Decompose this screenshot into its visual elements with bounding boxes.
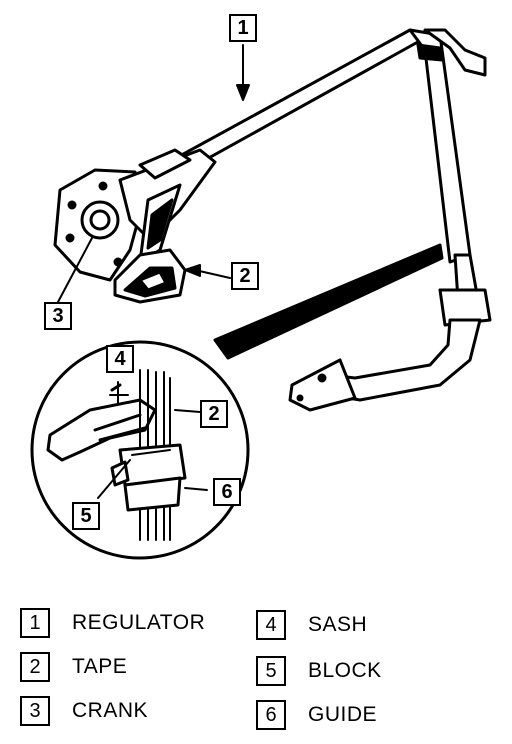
callout-2-top: 2 [231,262,259,290]
legend-item-sash: 4 SASH [256,610,367,640]
legend-item-block: 5 BLOCK [256,656,382,686]
legend-number: 5 [256,656,286,686]
legend-label: BLOCK [308,659,382,682]
legend-item-regulator: 1 REGULATOR [20,608,205,638]
diagram-drawing [30,28,492,560]
lower-rail [288,288,492,412]
legend-label: SASH [308,613,368,636]
legend-item-guide: 6 GUIDE [256,700,377,730]
callout-5: 5 [72,502,100,530]
callout-1: 1 [229,14,257,42]
legend-number: 6 [256,700,286,730]
regulator-diagram: 1 2 3 4 2 6 5 [30,14,492,560]
callout-6: 6 [213,478,241,506]
leader-lines [57,44,250,303]
detail-magnifier [30,340,250,560]
legend-label: CRANK [72,699,149,722]
legend-item-tape: 2 TAPE [20,652,127,682]
regulator-body [53,148,217,282]
legend-number: 4 [256,610,286,640]
legend-number: 2 [20,652,50,682]
callout-2-detail: 2 [200,400,228,428]
legend-label: REGULATOR [72,611,206,634]
legend-label: TAPE [72,655,128,678]
legend-number: 1 [20,608,50,638]
guide-rail [143,28,487,302]
tape-band [213,243,444,360]
legend-item-crank: 3 CRANK [20,696,148,726]
callout-4: 4 [106,345,134,373]
legend-number: 3 [20,696,50,726]
tape-coil [113,248,187,304]
callout-3: 3 [44,302,72,330]
legend: 1 REGULATOR 2 TAPE 3 CRANK 4 SASH 5 BLOC… [0,600,512,740]
legend-label: GUIDE [308,703,378,726]
